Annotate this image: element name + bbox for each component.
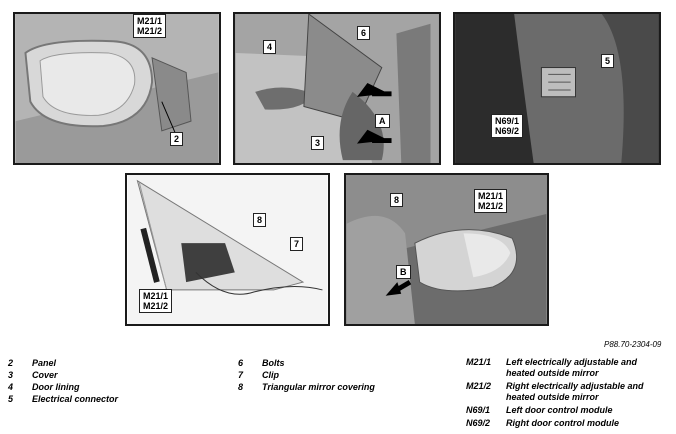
label-2: 2 xyxy=(170,132,184,146)
photo-door-lining: 6 4 A 3 xyxy=(233,12,441,165)
label-4: 4 xyxy=(263,40,277,54)
label-n69: N69/1 N69/2 xyxy=(491,114,524,138)
mirror-removal-illustration xyxy=(346,175,547,324)
label-a: A xyxy=(375,114,390,128)
photo-mirror-panel: M21/1 M21/2 2 xyxy=(13,12,221,165)
photo-mirror-removal: 8 M21/1 M21/2 B xyxy=(344,173,549,326)
label-m21: M21/1 M21/2 xyxy=(474,189,508,213)
label-3: 3 xyxy=(311,136,325,150)
mirror-panel-illustration xyxy=(15,14,219,163)
mirror-covering-illustration xyxy=(127,175,328,324)
door-lining-illustration xyxy=(235,14,439,163)
door-module-illustration xyxy=(455,14,659,163)
label-m21: M21/1 M21/2 xyxy=(133,14,167,38)
label-5: 5 xyxy=(601,54,615,68)
label-b: B xyxy=(396,265,411,279)
label-m21: M21/1 M21/2 xyxy=(139,289,173,313)
label-8: 8 xyxy=(390,193,404,207)
label-6: 6 xyxy=(357,26,371,40)
reference-code: P88.70-2304-09 xyxy=(604,340,662,349)
label-8: 8 xyxy=(253,213,267,227)
label-7: 7 xyxy=(290,237,304,251)
photo-door-control-module: 5 N69/1 N69/2 xyxy=(453,12,661,165)
photo-mirror-covering: 8 7 M21/1 M21/2 xyxy=(125,173,330,326)
